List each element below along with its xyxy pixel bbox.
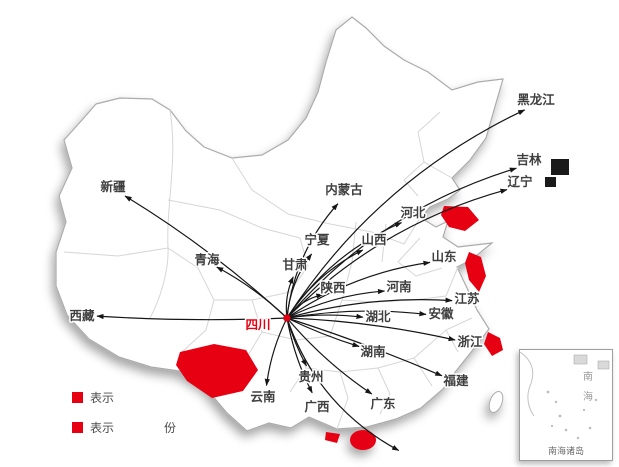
legend-text: 表示	[90, 421, 115, 435]
province-label: 浙江	[457, 334, 483, 349]
route-lines	[96, 109, 526, 452]
inset-island-dot	[588, 426, 592, 430]
province-label: 陕西	[320, 280, 345, 295]
highlight-region	[176, 344, 258, 398]
route-line	[286, 293, 324, 319]
inset-island-box	[597, 360, 610, 370]
inset-sea-char: 海	[583, 390, 593, 403]
province-label: 福建	[442, 373, 469, 388]
route-line	[286, 260, 431, 319]
south-china-sea-inset: 南 海 南海诸岛	[519, 349, 613, 461]
province-label: 广东	[370, 396, 396, 411]
taiwan-island	[488, 390, 504, 414]
route-line	[286, 253, 313, 319]
province-label: 山东	[431, 249, 457, 264]
legend: 表示 表示 份	[72, 389, 176, 449]
province-label: 云南	[250, 389, 276, 404]
province-label: 青海	[194, 252, 220, 267]
route-line	[286, 317, 313, 394]
province-label: 吉林	[516, 152, 542, 167]
highlight-region	[465, 252, 486, 292]
china-landmass	[55, 16, 504, 450]
province-label: 辽宁	[507, 174, 532, 189]
hainan-island	[350, 430, 376, 450]
province-label: 内蒙古	[325, 182, 363, 197]
province-label: 贵州	[298, 369, 323, 384]
route-line	[286, 188, 508, 319]
inset-island-dot	[582, 408, 586, 412]
route-line	[286, 288, 386, 319]
inset-caption: 南海诸岛	[548, 445, 584, 456]
legend-swatch	[72, 392, 83, 403]
province-label: 河北	[400, 205, 426, 220]
inset-sea-char: 南	[583, 370, 593, 383]
highlight-regions	[176, 206, 503, 443]
legend-swatch	[72, 422, 83, 433]
region-mark	[551, 159, 569, 175]
highlight-region	[441, 206, 479, 231]
region-mark	[545, 177, 556, 187]
inset-island-dot	[550, 424, 554, 428]
region-marks	[545, 159, 569, 187]
inset-island-dot	[546, 390, 550, 394]
route-line	[286, 317, 456, 342]
province-label: 河南	[386, 279, 412, 294]
china-outline	[55, 16, 504, 432]
route-line	[286, 317, 373, 395]
hub-dot	[283, 314, 291, 322]
route-line	[286, 249, 364, 319]
inset-island-dot	[554, 400, 558, 404]
province-label: 山西	[361, 232, 386, 247]
route-line	[286, 109, 526, 319]
legend-item: 表示 份	[72, 419, 176, 436]
province-label: 宁夏	[304, 232, 330, 247]
province-label: 甘肃	[282, 257, 308, 272]
province-label: 湖南	[360, 344, 386, 359]
route-line	[286, 317, 360, 348]
route-line	[286, 317, 443, 377]
legend-masked-text	[114, 422, 164, 434]
inset-island-box	[573, 354, 588, 365]
legend-masked-text	[114, 392, 152, 404]
inset-island-dot	[564, 428, 568, 432]
route-line	[264, 317, 288, 387]
province-label: 黑龙江	[517, 92, 555, 107]
province-label: 广西	[304, 399, 329, 414]
province-label: 湖北	[365, 309, 391, 324]
inset-island-dot	[576, 436, 580, 440]
route-line	[124, 195, 288, 319]
inset-island-dot	[558, 414, 562, 418]
route-line	[286, 297, 453, 319]
province-label: 新疆	[100, 179, 126, 194]
legend-text: 表示	[90, 391, 115, 405]
province-borders	[63, 109, 473, 430]
inset-frame	[519, 349, 613, 461]
province-label: 江苏	[454, 291, 480, 306]
route-line	[286, 317, 400, 452]
province-label: 安徽	[428, 306, 454, 321]
province-label: 西藏	[69, 308, 95, 323]
legend-text: 份	[164, 421, 177, 435]
inset-island-dot	[594, 398, 598, 402]
legend-item: 表示	[72, 389, 176, 406]
hub-label: 四川	[245, 318, 270, 332]
highlight-region	[484, 332, 503, 356]
inset-coastline	[519, 351, 535, 417]
route-line	[286, 313, 364, 320]
highlight-region	[325, 432, 340, 443]
route-line	[286, 167, 517, 319]
route-line	[96, 313, 288, 321]
